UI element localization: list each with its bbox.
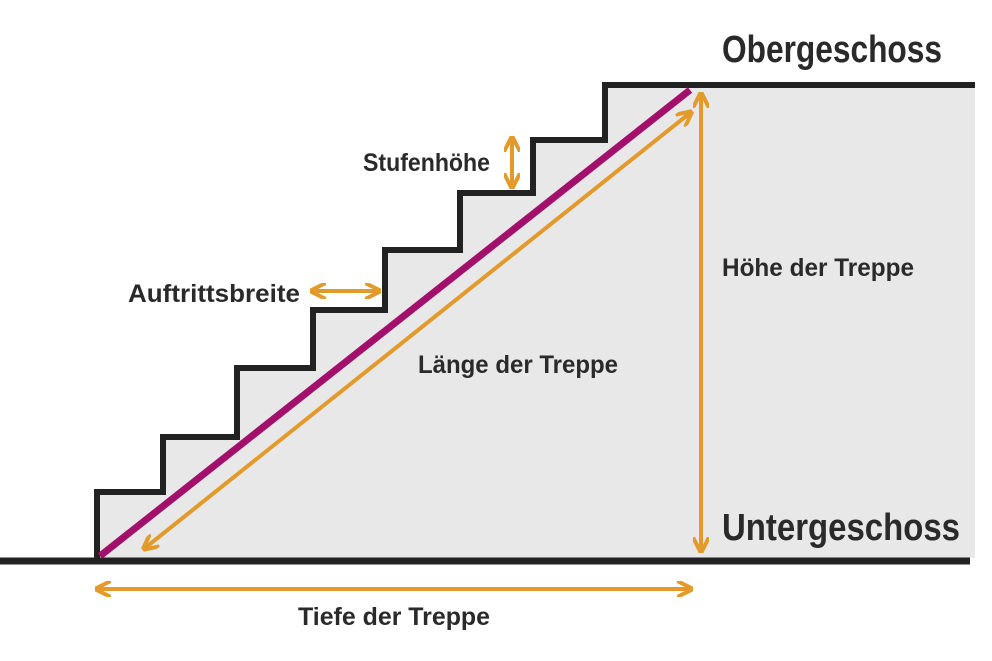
upper-floor-label: Obergeschoss: [722, 29, 942, 71]
lower-floor-label: Untergeschoss: [722, 507, 960, 549]
stair-height-label: Höhe der Treppe: [722, 254, 914, 282]
stair-length-label: Länge der Treppe: [418, 351, 618, 379]
step-height-label: Stufenhöhe: [363, 149, 490, 177]
tread-width-label: Auftrittsbreite: [128, 280, 300, 308]
stair-depth-label: Tiefe der Treppe: [298, 603, 490, 631]
length-arrow: [145, 113, 690, 548]
